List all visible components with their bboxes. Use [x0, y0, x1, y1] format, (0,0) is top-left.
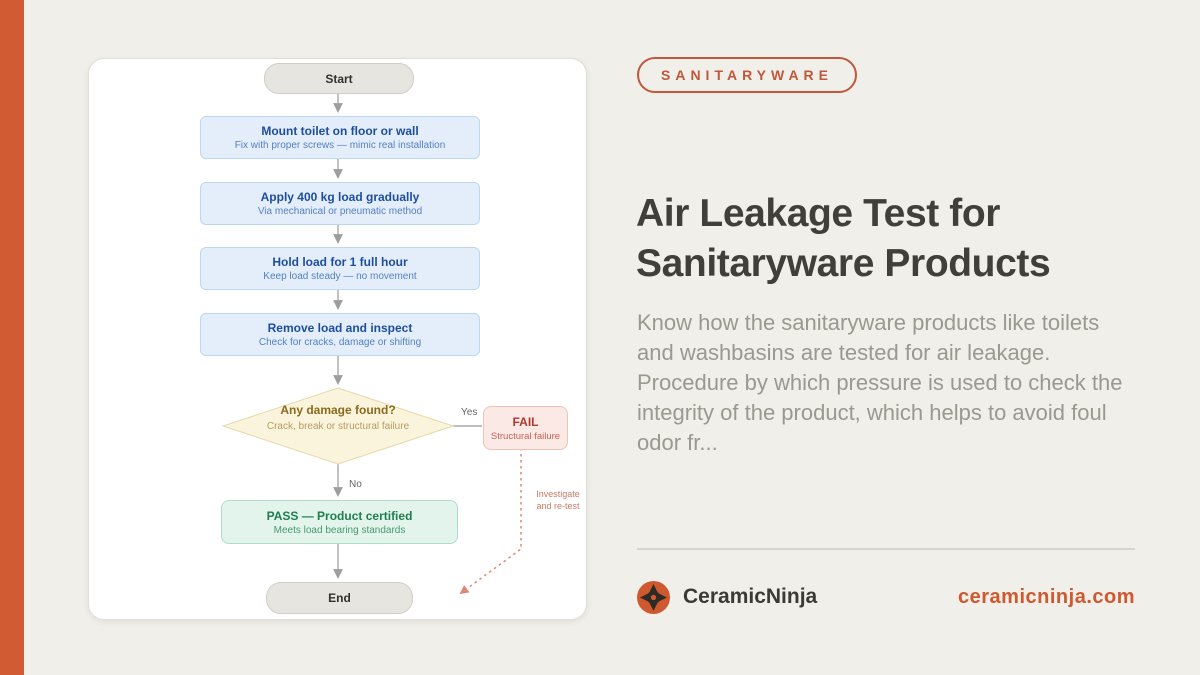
- article-title-line1: Air Leakage Test for: [636, 192, 1001, 235]
- pass-title: PASS — Product certified: [266, 508, 413, 523]
- yes-label: Yes: [461, 407, 478, 418]
- decision-subtitle: Crack, break or structural failure: [266, 421, 410, 432]
- footer: CeramicNinja ceramicninja.com: [637, 578, 1135, 616]
- flowchart-card: Start Mount toilet on floor or wall Fix …: [88, 58, 587, 620]
- fail-box: FAIL Structural failure: [483, 406, 568, 450]
- decision-title: Any damage found?: [280, 403, 396, 417]
- category-badge-label: SANITARYWARE: [661, 67, 833, 83]
- end-node: End: [266, 582, 413, 614]
- fail-subtitle: Structural failure: [490, 430, 561, 442]
- step-title: Hold load for 1 full hour: [272, 255, 408, 269]
- fail-title: FAIL: [512, 414, 539, 429]
- pass-subtitle: Meets load bearing standards: [273, 524, 406, 536]
- footer-divider: [637, 548, 1135, 550]
- step-mount-toilet: Mount toilet on floor or wall Fix with p…: [200, 116, 480, 159]
- brand: CeramicNinja: [637, 580, 818, 614]
- step-remove-load: Remove load and inspect Check for cracks…: [200, 313, 480, 356]
- step-hold-load: Hold load for 1 full hour Keep load stea…: [200, 247, 480, 290]
- step-title: Remove load and inspect: [267, 321, 413, 335]
- step-subtitle: Fix with proper screws — mimic real inst…: [234, 140, 446, 151]
- step-subtitle: Via mechanical or pneumatic method: [257, 206, 423, 217]
- category-badge: SANITARYWARE: [637, 57, 857, 93]
- brand-name: CeramicNinja: [683, 585, 818, 608]
- article-description: Know how the sanitaryware products like …: [637, 310, 1123, 455]
- step-apply-load: Apply 400 kg load gradually Via mechanic…: [200, 182, 480, 225]
- start-node: Start: [264, 63, 414, 94]
- decision-diamond: [221, 387, 455, 465]
- retest-note-line1: Investigate: [536, 489, 580, 499]
- end-label: End: [328, 591, 351, 605]
- left-accent-bar: [0, 0, 24, 675]
- shuriken-logo-icon: [637, 580, 670, 614]
- step-subtitle: Check for cracks, damage or shifting: [258, 337, 422, 348]
- retest-note-line2: and re-test: [536, 501, 580, 511]
- article-title-line2: Sanitaryware Products: [636, 242, 1051, 285]
- no-label: No: [349, 479, 362, 490]
- pass-box: PASS — Product certified Meets load bear…: [221, 500, 458, 544]
- step-subtitle: Keep load steady — no movement: [263, 271, 417, 282]
- start-label: Start: [325, 71, 353, 86]
- flow-connectors: [221, 92, 522, 595]
- retest-note: Investigate and re-test: [529, 488, 587, 512]
- retest-dashed-path: [459, 448, 522, 595]
- decision-label: Any damage found? Crack, break or struct…: [223, 403, 453, 432]
- step-title: Mount toilet on floor or wall: [261, 124, 419, 138]
- step-title: Apply 400 kg load gradually: [260, 190, 420, 204]
- website-text: ceramicninja.com: [958, 585, 1135, 608]
- article-title: Air Leakage Test for Sanitaryware Produc…: [636, 189, 1166, 289]
